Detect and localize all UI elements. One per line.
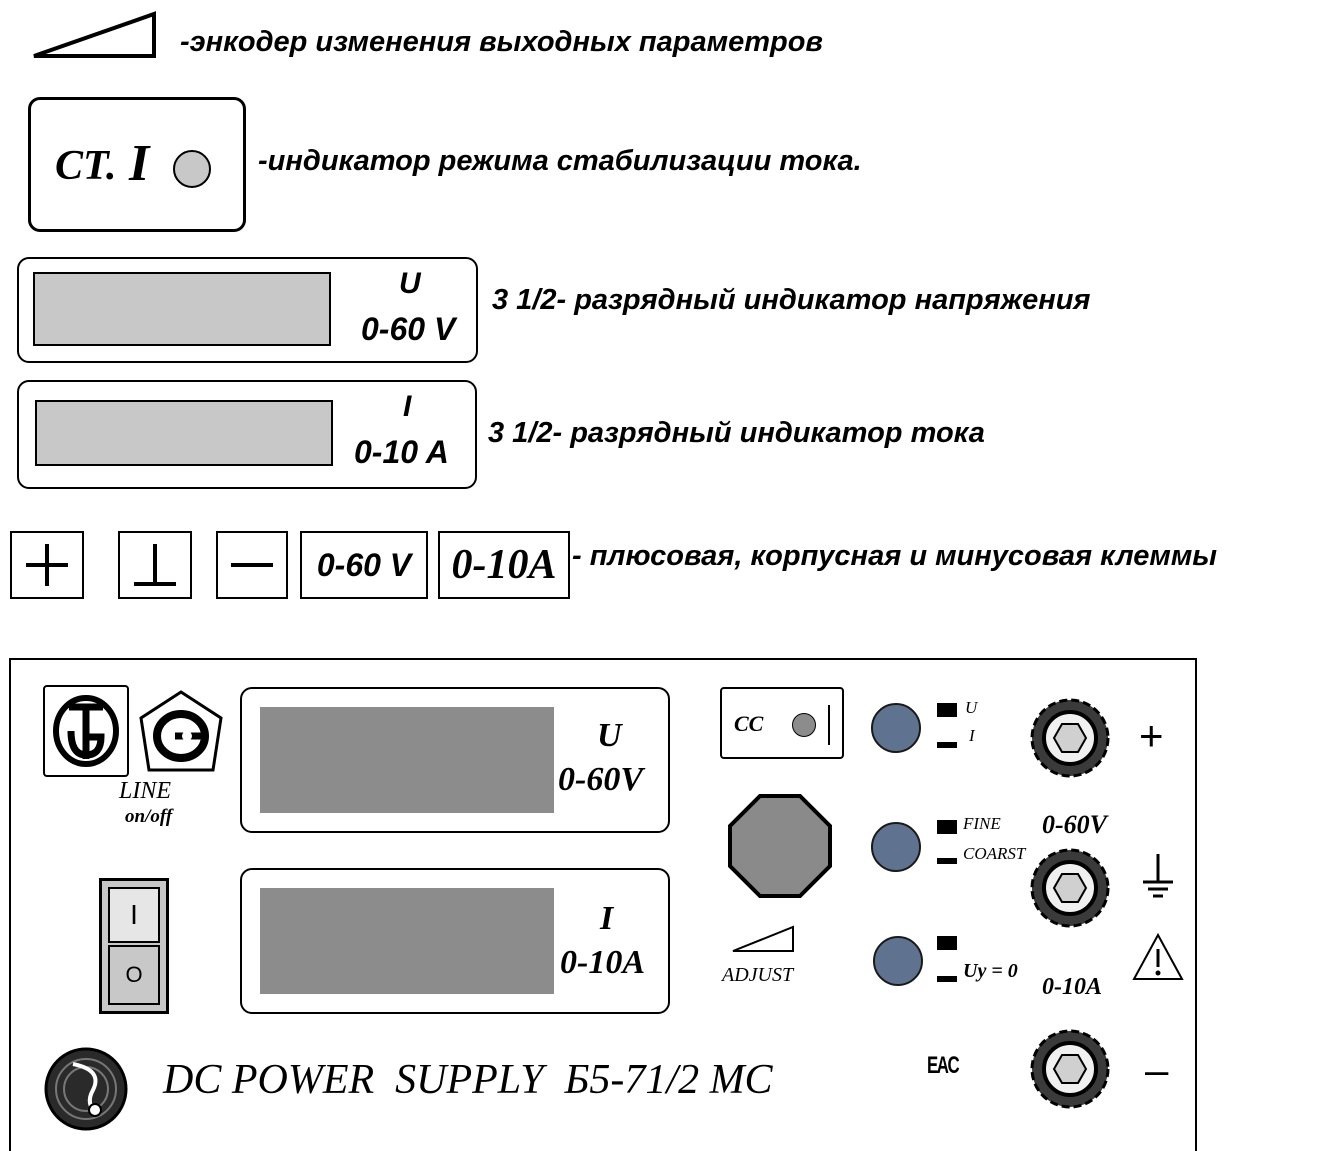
u-i-select-button[interactable]	[871, 703, 921, 753]
current-display-legend: I 0-10 A	[17, 380, 477, 489]
current-display: I 0-10A	[240, 868, 670, 1014]
plus-terminal-legend	[10, 531, 84, 599]
ground-output-terminal-icon[interactable]	[1028, 846, 1112, 930]
minus-terminal-label: –	[1145, 1046, 1169, 1093]
btn3-pressed-mark	[937, 936, 957, 950]
otk-logo-icon	[43, 685, 129, 777]
rst-logo-icon	[139, 690, 223, 772]
voltage-display-legend: U 0-60 V	[17, 257, 478, 363]
btn1-pressed-mark	[937, 703, 957, 717]
encoder-knob-icon[interactable]	[727, 793, 833, 899]
voltage-display-symbol: U	[399, 267, 421, 300]
btn2-bottom-label: COARST	[963, 844, 1026, 863]
voltage-display-range-panel: 0-60V	[558, 761, 643, 798]
ground-icon	[134, 544, 176, 586]
cc-indicator-description: -индикатор режима стабилизации тока.	[258, 145, 862, 177]
btn2-released-mark	[937, 858, 957, 864]
adjust-triangle-icon	[732, 925, 794, 952]
uy-zero-button[interactable]	[873, 936, 923, 986]
encoder-description: -энкодер изменения выходных параметров	[180, 26, 823, 58]
voltage-display: U 0-60V	[240, 687, 670, 833]
btn1-bottom-label: I	[969, 726, 975, 745]
encoder-triangle-icon	[33, 11, 156, 58]
current-display-range: 0-10 A	[354, 434, 449, 470]
btn3-released-mark	[937, 976, 957, 982]
front-panel: LINE on/off I O U 0-60V I 0-10A CC ADJUS…	[9, 658, 1197, 1151]
cc-led-icon	[173, 150, 211, 188]
voltage-display-range: 0-60 V	[361, 311, 456, 347]
plus-terminal-label: +	[1139, 712, 1164, 759]
output-voltage-range: 0-60V	[1042, 810, 1107, 839]
current-lcd	[35, 400, 333, 466]
output-current-range: 0-10A	[1042, 974, 1102, 1000]
plus-output-terminal-icon[interactable]	[1028, 696, 1112, 780]
cc-indicator-legend: СТ. I	[28, 97, 246, 232]
current-range-legend: 0-10A	[438, 531, 570, 599]
voltage-display-symbol-panel: U	[597, 717, 622, 754]
fine-coarse-button[interactable]	[871, 822, 921, 872]
current-display-symbol-panel: I	[600, 900, 614, 937]
cc-indicator-symbol: I	[129, 135, 150, 192]
voltage-range-legend: 0-60 V	[300, 531, 428, 599]
on-off-label: on/off	[125, 806, 173, 827]
current-display-range-panel: 0-10A	[560, 944, 645, 981]
btn2-pressed-mark	[937, 820, 957, 834]
cc-indicator: CC	[720, 687, 844, 759]
adjust-label: ADJUST	[722, 964, 794, 986]
terminal-current-range: 0-10A	[451, 542, 557, 588]
cc-indicator-label: СТ.	[55, 143, 117, 189]
manufacturer-logo-icon	[44, 1047, 128, 1131]
btn2-top-label: FINE	[963, 814, 1001, 833]
terminals-description: - плюсовая, корпусная и минусовая клеммы	[572, 540, 1218, 572]
voltage-display-description: 3 1/2- разрядный индикатор напряжения	[492, 284, 1091, 316]
ground-symbol-icon	[1143, 854, 1173, 898]
minus-icon	[231, 563, 273, 567]
eac-mark: EAC	[927, 1052, 960, 1079]
voltage-lcd	[33, 272, 331, 346]
plus-icon	[26, 544, 68, 586]
minus-output-terminal-icon[interactable]	[1028, 1027, 1112, 1111]
line-label: LINE	[119, 778, 172, 804]
voltage-display-screen	[260, 707, 554, 813]
btn1-released-mark	[937, 742, 957, 748]
btn1-top-label: U	[965, 698, 978, 717]
warning-icon	[1132, 932, 1184, 980]
cc-label: CC	[734, 711, 764, 736]
switch-on-mark: I	[108, 887, 160, 943]
panel-title: DC POWER SUPPLY Б5-71/2 МС	[163, 1057, 773, 1103]
ground-terminal-legend	[118, 531, 192, 599]
current-display-description: 3 1/2- разрядный индикатор тока	[488, 417, 985, 449]
current-display-screen	[260, 888, 554, 994]
cc-divider	[828, 705, 830, 745]
power-switch[interactable]: I O	[99, 878, 169, 1014]
terminal-voltage-range: 0-60 V	[316, 546, 412, 583]
cc-led-icon	[792, 713, 816, 737]
current-display-symbol: I	[403, 390, 412, 423]
switch-off-mark: O	[108, 945, 160, 1005]
minus-terminal-legend	[216, 531, 288, 599]
btn3-bottom-label: Uy = 0	[963, 960, 1018, 982]
